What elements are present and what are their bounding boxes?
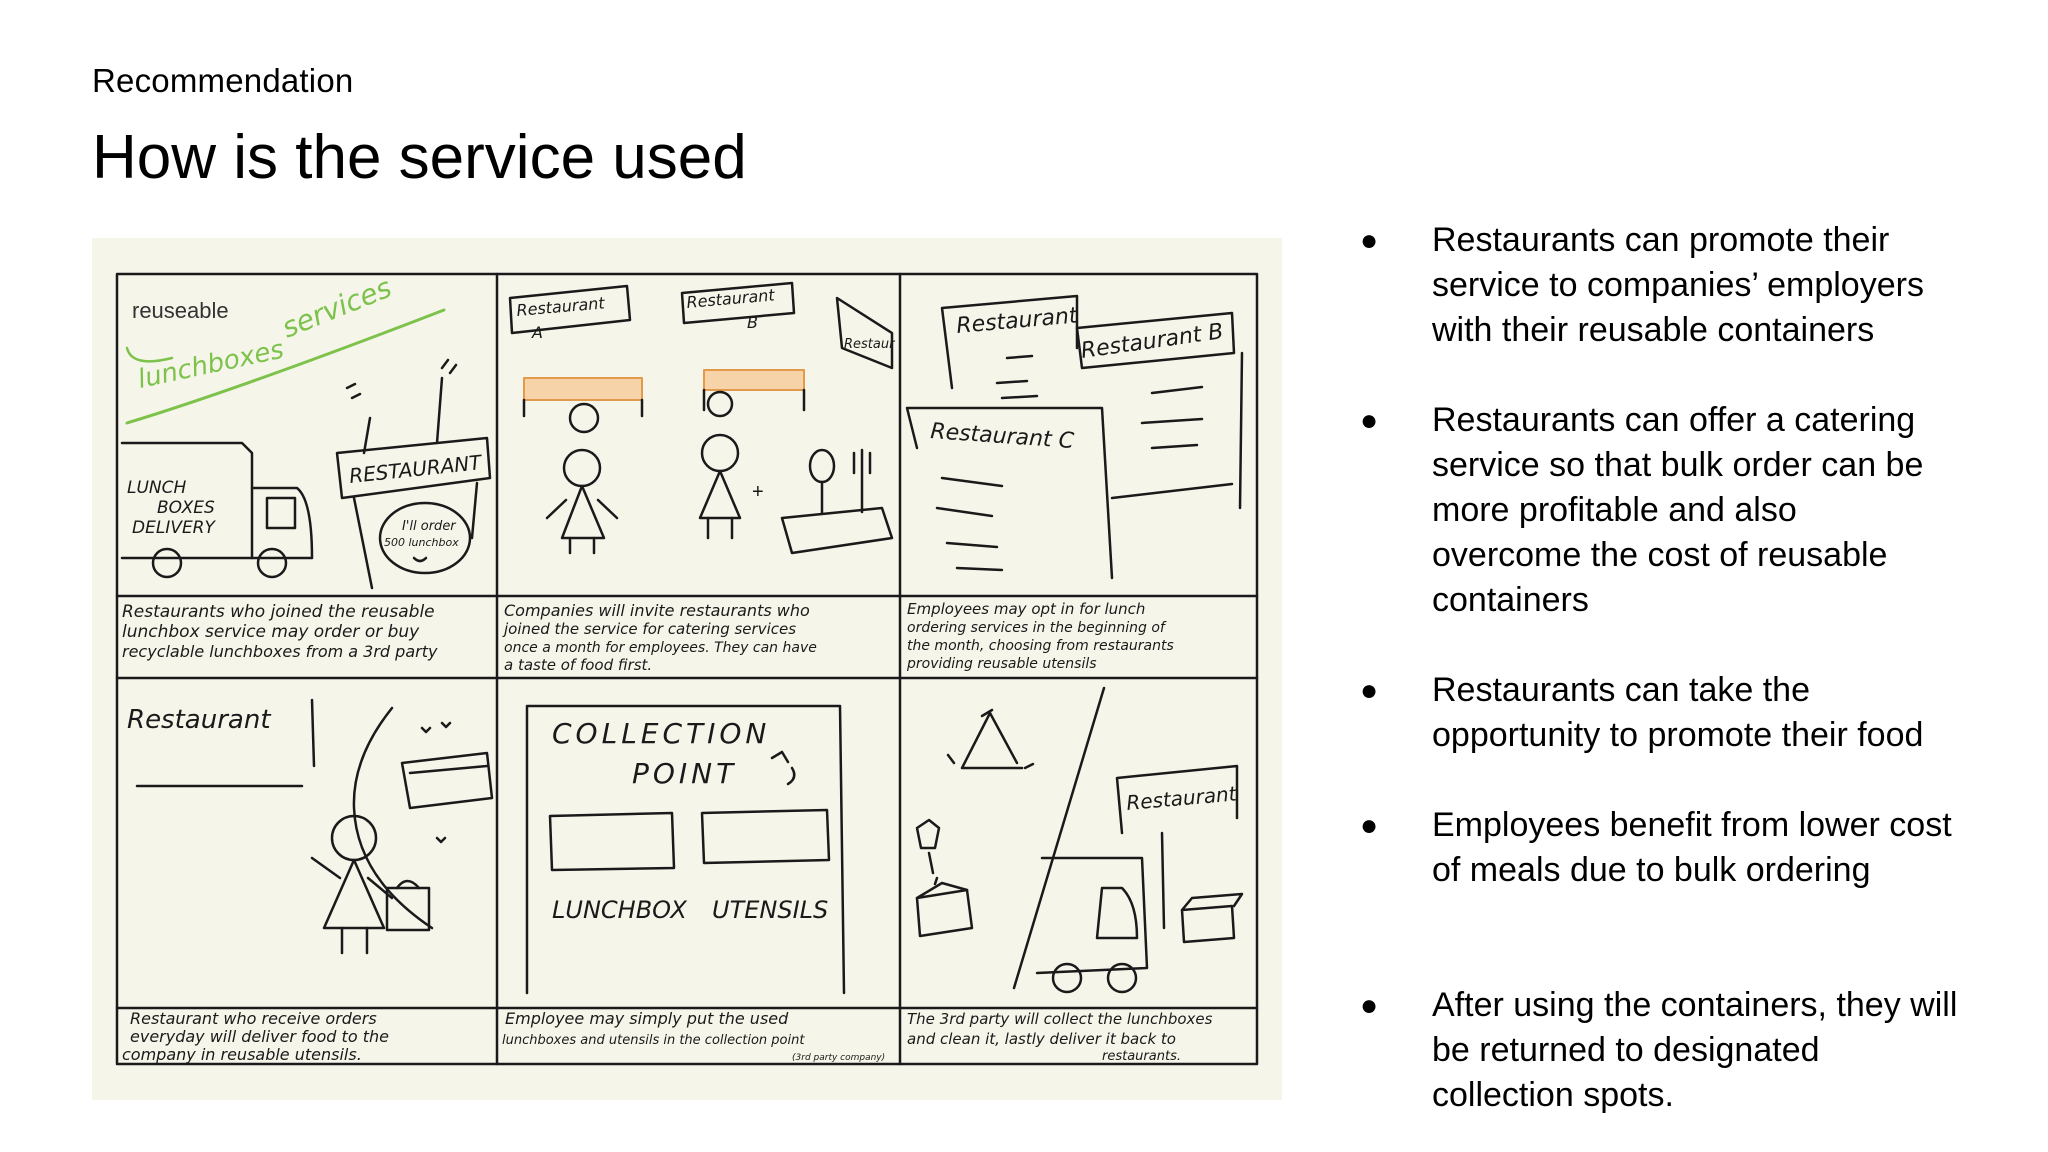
panel3-sign-1: Restaurant [955,303,1080,339]
storyboard-sketch: reuseable lunchboxes services LUNCH BOXE… [92,238,1282,1100]
plus-sign: + [752,481,764,503]
bullet-dot: ● [1360,674,1379,707]
panel1-caption-2: lunchbox service may order or buy [122,622,420,642]
panel2-caption-4: a taste of food first. [504,656,652,674]
storyboard-frame [115,272,1259,1066]
bullet-1-line-3: with their reusable containers [1432,311,1875,349]
panel1-tag: reuseable [132,298,229,323]
bubble-line-1: I'll order [402,519,457,534]
bullet-5-line-2: be returned to designated [1432,1031,1820,1069]
panel6-caption-2: and clean it, lastly deliver it back to [907,1030,1176,1048]
panel-2-sketch: Restaurant A Restaurant B Restaur + Co [502,281,896,674]
bullet-5-line-3: collection spots. [1432,1076,1674,1114]
bullet-4-line-2: of meals due to bulk ordering [1432,851,1871,889]
panel2-sign-b: Restaurant [686,285,776,312]
bullet-5-line-1: After using the containers, they will [1432,986,1958,1024]
bullet-dot: ● [1360,989,1379,1022]
panel2-sign-a-letter: A [531,323,543,342]
bullet-dot: ● [1360,809,1379,842]
benefit-item: ● Restaurants can promote their service … [1360,218,2040,353]
panel1-heading-1: lunchboxes [135,335,286,395]
truck-text-3: DELIVERY [132,518,216,538]
page-title: How is the service used [92,123,747,192]
bullet-1-line-1: Restaurants can promote their [1432,221,1890,259]
panel2-caption-3: once a month for employees. They can hav… [504,640,817,656]
panel1-heading-2: services [277,271,396,345]
bullet-4-line-1: Employees benefit from lower cost [1432,806,1952,844]
panel5-caption-3: (3rd party company) [792,1053,885,1063]
panel5-label-lunchbox: LUNCHBOX [552,896,687,924]
bullet-3-line-2: opportunity to promote their food [1432,716,1924,754]
panel3-sign-3: Restaurant C [930,419,1076,454]
panel2-caption-1: Companies will invite restaurants who [504,601,810,620]
bullet-2-line-1: Restaurants can offer a catering [1432,401,1916,439]
bullet-3-line-1: Restaurants can take the [1432,671,1811,709]
panel-4-sketch: Restaurant Restaurant who receive orders… [122,698,494,1064]
panel6-sign: Restaurant [1125,781,1238,815]
bullet-1-line-2: service to companies’ employers [1432,266,1924,304]
panel1-caption-1: Restaurants who joined the reusable [122,602,435,622]
panel1-caption-3: recyclable lunchboxes from a 3rd party [122,642,438,661]
bullet-dot: ● [1360,224,1379,257]
bullet-2-line-2: service so that bulk order can be [1432,446,1924,484]
panel-5-sketch: COLLECTION POINT LUNCHBOX UTENSILS Emplo… [502,704,885,1063]
benefit-item: ● Restaurants can take the opportunity t… [1360,668,2040,758]
bullet-2-line-4: overcome the cost of reusable [1432,536,1888,574]
panel5-caption-1: Employee may simply put the used [505,1009,789,1028]
panel6-caption-3: restaurants. [1102,1049,1181,1064]
panel4-caption-1: Restaurant who receive orders [130,1009,377,1028]
bullet-dot: ● [1360,404,1379,437]
panel4-sign: Restaurant [127,705,271,735]
benefit-item: ● After using the containers, they will … [1360,983,2040,1118]
panel4-caption-3: company in reusable utensils. [122,1045,362,1064]
panel2-sign-a: Restaurant [516,293,606,320]
bubble-line-2: 500 lunchbox [384,536,459,549]
panel3-caption-2: ordering services in the beginning of [907,620,1167,636]
panel3-caption-4: providing reusable utensils [906,656,1097,672]
benefit-item: ● Restaurants can offer a catering servi… [1360,398,2040,623]
truck-text-2: BOXES [157,498,215,518]
panel2-sign-c: Restaur [844,337,896,352]
panel2-caption-2: joined the service for catering services [502,620,796,638]
panel4-caption-2: everyday will deliver food to the [130,1027,389,1046]
panel3-caption-1: Employees may opt in for lunch [907,600,1145,618]
benefit-item: ● Employees benefit from lower cost of m… [1360,803,2040,893]
benefit-list: ● Restaurants can promote their service … [1360,218,2040,1118]
panel2-sign-b-letter: B [747,313,758,332]
panel5-title-2: POINT [632,757,737,790]
eyebrow-label: Recommendation [92,62,354,99]
panel-1-sketch: reuseable lunchboxes services LUNCH BOXE… [120,271,492,661]
bullet-2-line-5: containers [1432,581,1589,619]
bullet-2-line-3: more profitable and also [1432,491,1797,529]
panel-3-sketch: Restaurant Restaurant B Restaurant C Emp… [905,294,1244,672]
truck-text-1: LUNCH [127,478,187,498]
panel5-title-1: COLLECTION [552,717,770,750]
panel5-caption-2: lunchboxes and utensils in the collectio… [502,1033,805,1048]
panel5-label-utensils: UTENSILS [712,896,828,924]
panel3-caption-3: the month, choosing from restaurants [907,638,1174,654]
panel6-caption-1: The 3rd party will collect the lunchboxe… [907,1010,1213,1028]
